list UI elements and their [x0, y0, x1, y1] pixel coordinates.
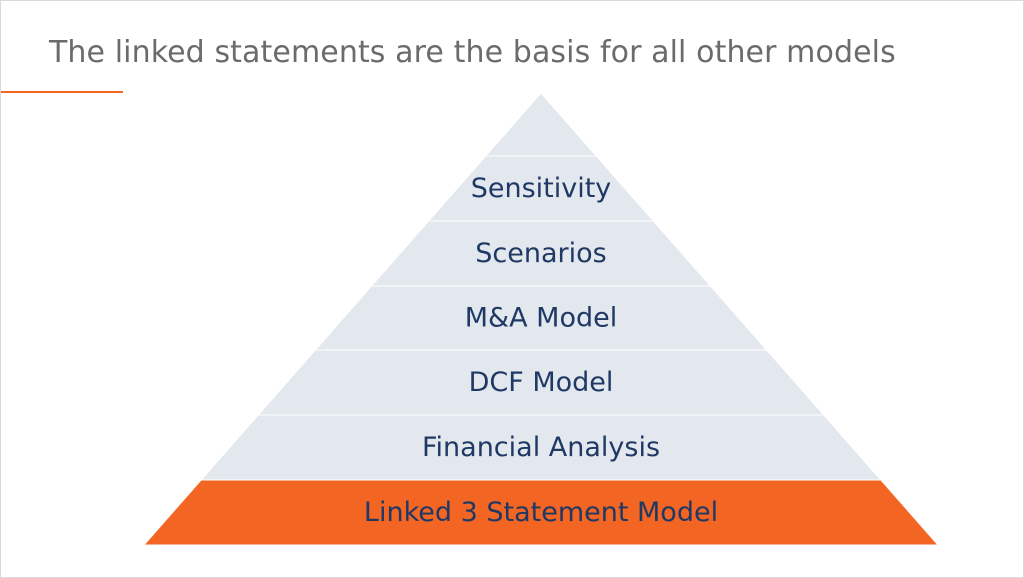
- pyramid-layer-label: M&A Model: [465, 303, 617, 334]
- slide-title: The linked statements are the basis for …: [49, 35, 896, 70]
- pyramid-base-layer: [142, 479, 940, 546]
- pyramid-layer-label: DCF Model: [469, 367, 614, 398]
- pyramid-layer-label: Linked 3 Statement Model: [364, 497, 718, 528]
- pyramid-layer-0: [484, 92, 598, 157]
- pyramid-layer-label: Scenarios: [475, 238, 606, 269]
- pyramid-layer-label: Sensitivity: [471, 173, 612, 204]
- title-accent-line: [1, 91, 123, 93]
- pyramid-layer-label: Financial Analysis: [422, 432, 660, 463]
